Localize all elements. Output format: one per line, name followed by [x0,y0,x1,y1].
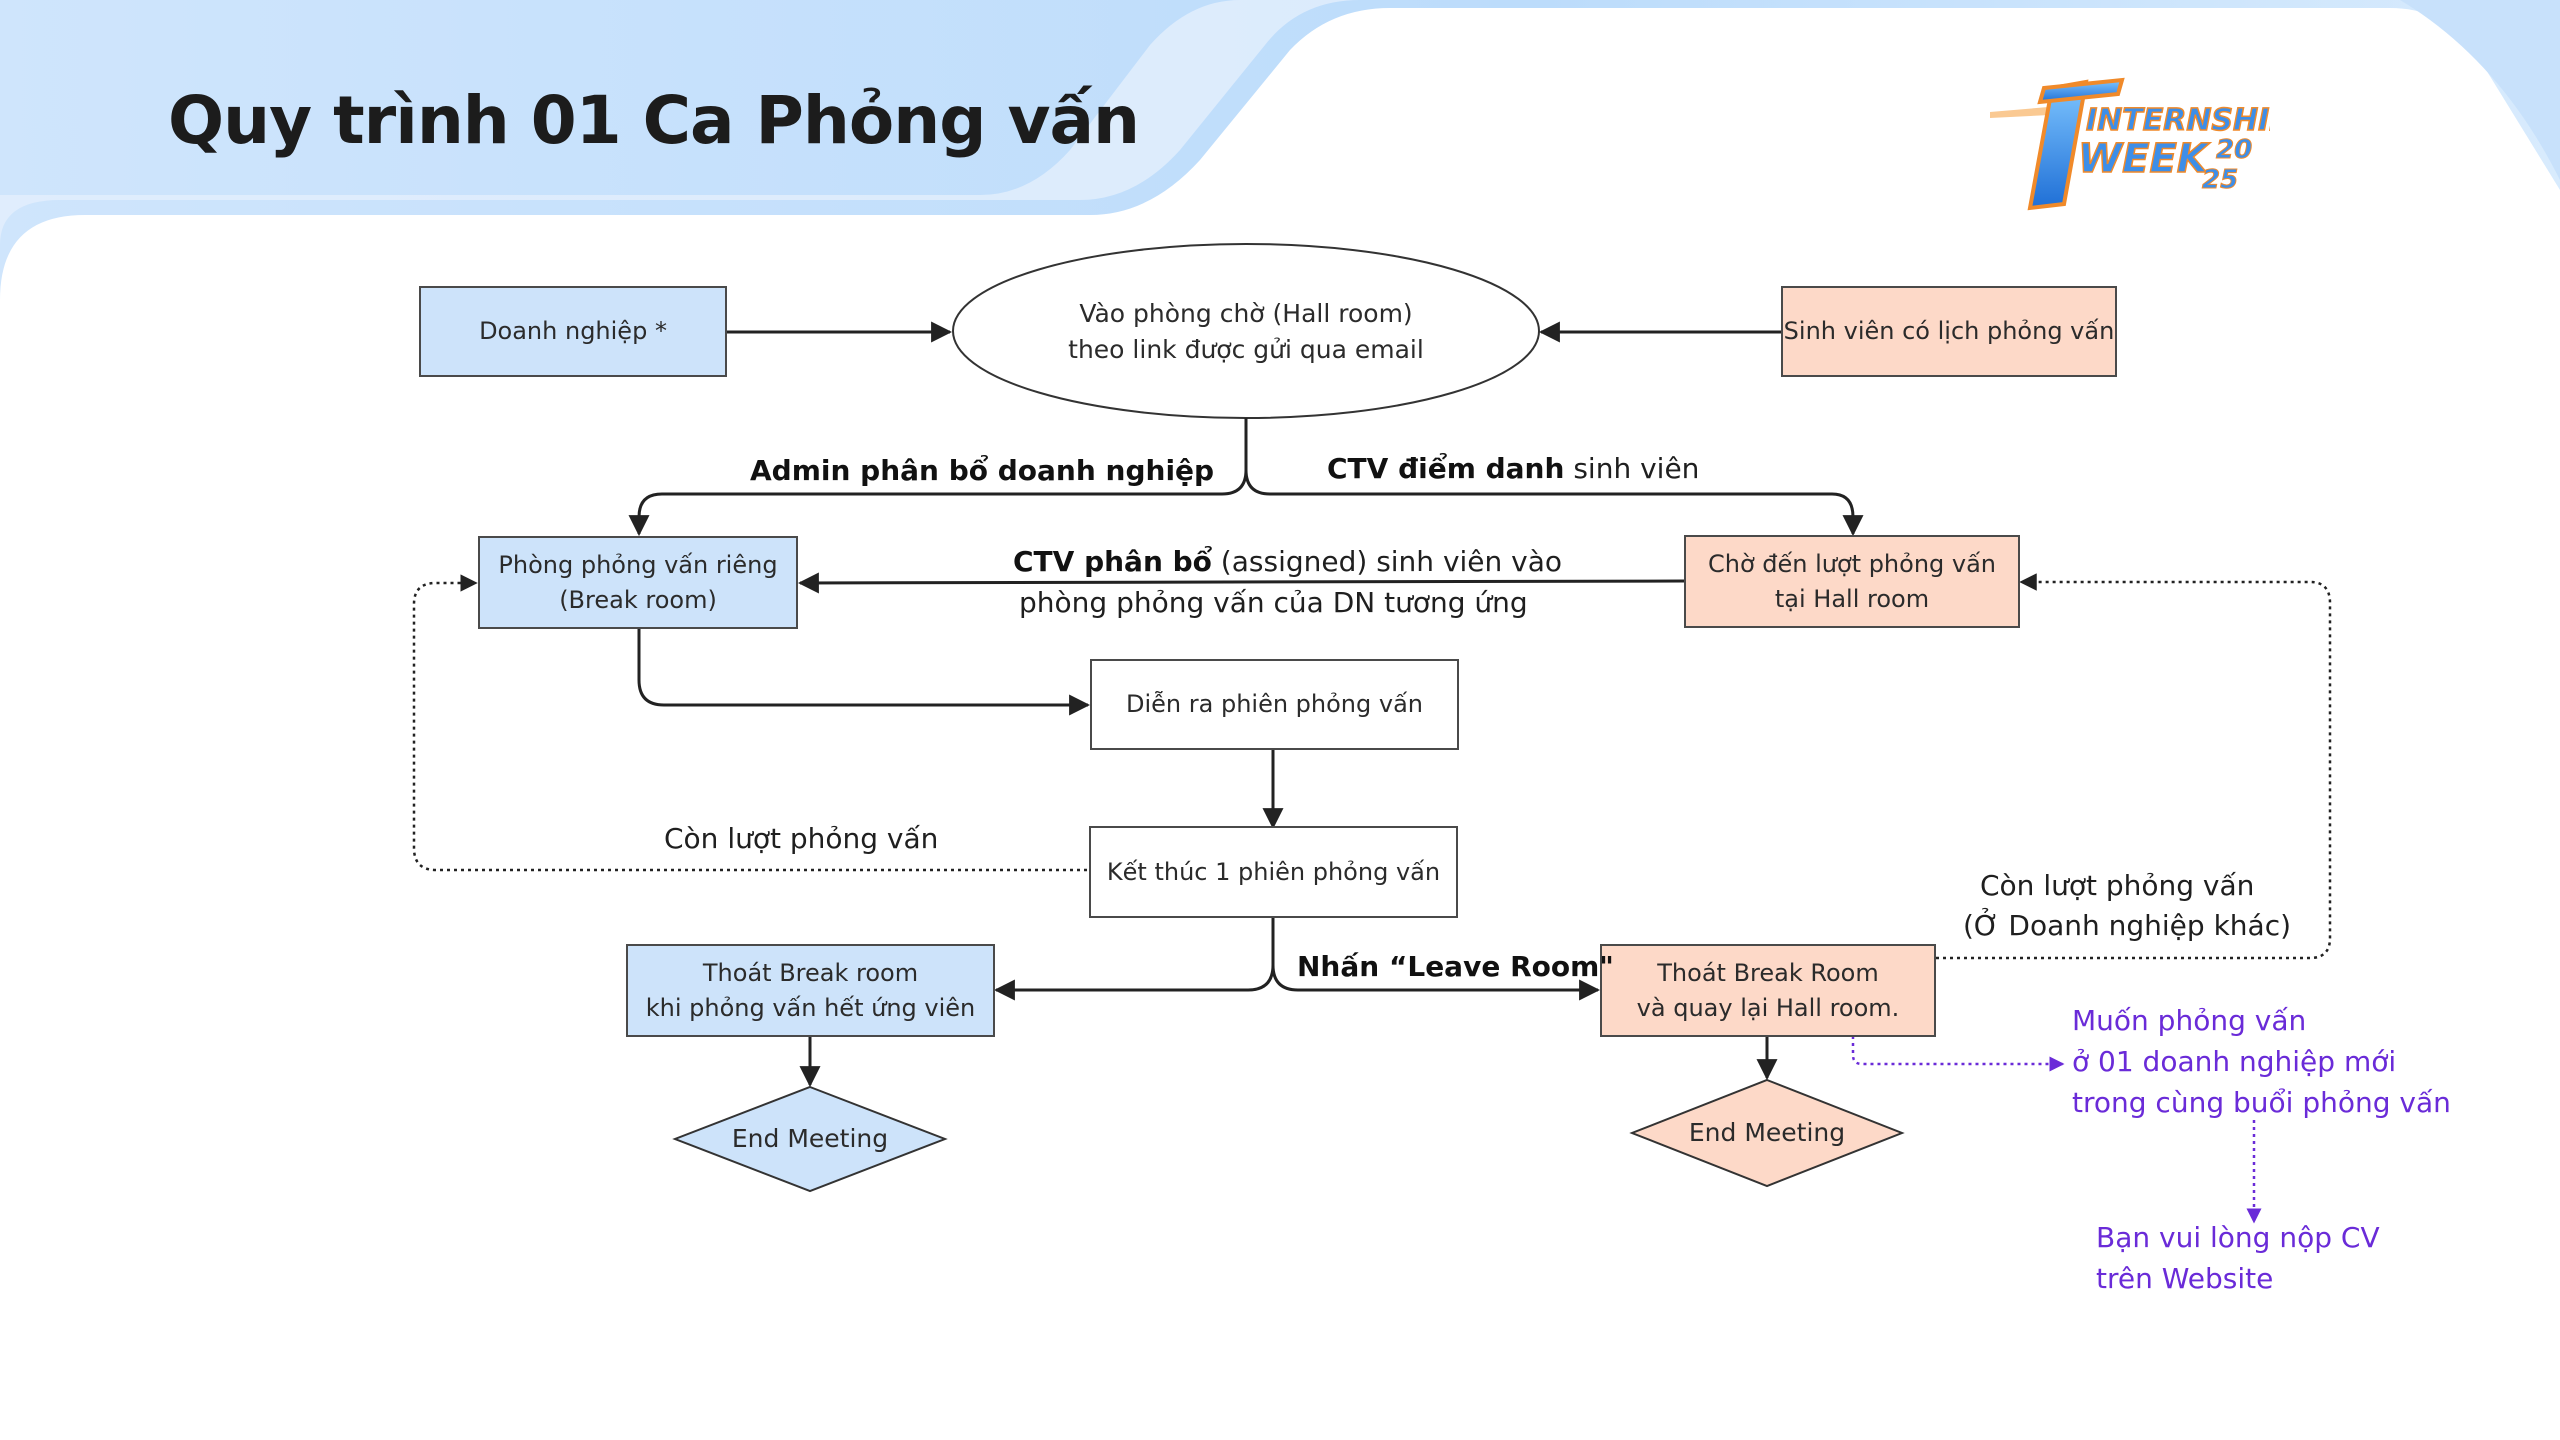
svg-text:WEEK: WEEK [2078,136,2211,182]
note-submit-cv-2: trên Website [2096,1262,2274,1295]
note-submit-cv-1: Bạn vui lòng nộp CV [2096,1221,2380,1254]
loop-left-remaining [412,574,1087,872]
label-admin-assign: Admin phân bổ doanh nghiệp [750,451,1214,491]
svg-text:25: 25 [2202,165,2238,195]
arrow-hall-to-breakroom [628,418,1248,537]
label-remaining-left: Còn lượt phỏng vấn [664,822,939,855]
label-ctv-checkin: CTV điểm danh sinh viên [1327,449,1699,489]
exit-return-hall-label-2: và quay lại Hall room. [1636,993,1900,1022]
note-submit-cv: Bạn vui lòng nộp CV trên Website [2096,1217,2380,1299]
arrow-breakroom-to-session [637,629,1091,716]
label-admin-assign-text: Admin phân bổ doanh nghiệp [750,454,1215,487]
label-leave-room: Nhấn “Leave Room" [1297,947,1614,987]
student-node: Sinh viên có lịch phỏng vấn [1781,286,2117,377]
waiting-turn-label-1: Chờ đến lượt phỏng vấn [1707,549,1997,578]
label-ctv-assign-rest: (assigned) sinh viên vào [1211,545,1563,578]
end-meeting-right-label: End Meeting [1688,1118,1846,1147]
break-room-label-2: (Break room) [559,585,717,614]
exit-return-hall-label-1: Thoát Break Room [1657,958,1879,987]
internship-week-logo: INTERNSHIP WEEK 20 25 [1990,77,2270,211]
note-new-enterprise-1: Muốn phỏng vấn [2072,1004,2307,1037]
hall-room-node: Vào phòng chờ (Hall room) theo link được… [990,290,1502,374]
session-running-node: Diễn ra phiên phỏng vấn [1090,659,1459,750]
label-ctv-assign-line2: phòng phỏng vấn của DN tương ứng [1019,586,1528,619]
session-end-node: Kết thúc 1 phiên phỏng vấn [1089,826,1458,918]
slide-title: Quy trình 01 Ca Phỏng vấn [168,82,1140,159]
end-meeting-right-diamond [1629,1078,1905,1188]
end-meeting-left: End Meeting [690,1118,930,1160]
end-meeting-left-label: End Meeting [731,1124,889,1153]
session-running-label: Diễn ra phiên phỏng vấn [1126,690,1423,718]
label-ctv-checkin-bold: CTV điểm danh [1327,452,1565,485]
end-meeting-right: End Meeting [1647,1112,1887,1154]
label-ctv-assign: CTV phân bổ (assigned) sinh viên vào [1013,542,1562,582]
waiting-turn-label-2: tại Hall room [1774,584,1930,613]
svg-text:INTERNSHIP: INTERNSHIP [2086,103,2270,138]
arrow-end-to-exit-break [993,918,1275,1001]
exit-return-hall-node: Thoát Break Room và quay lại Hall room. [1600,944,1936,1037]
label-ctv-checkin-rest: sinh viên [1564,452,1700,485]
label-remaining-right-2: (Ở Doanh nghiệp khác) [1963,909,2292,942]
session-end-label: Kết thúc 1 phiên phỏng vấn [1106,857,1441,886]
svg-text:20: 20 [2216,135,2252,165]
note-connector-new-enterprise [1851,1036,2065,1072]
label-remaining-right-1: Còn lượt phỏng vấn [1980,869,2255,902]
exit-break-room-label-1: Thoát Break room [702,958,919,987]
note-new-enterprise: Muốn phỏng vấn ở 01 doanh nghiệp mới tro… [2072,1000,2451,1123]
waiting-turn-node: Chờ đến lượt phỏng vấn tại Hall room [1684,535,2020,628]
arrow-hall-to-waiting [1244,469,1864,537]
student-label: Sinh viên có lịch phỏng vấn [1783,317,2115,345]
enterprise-label: Doanh nghiệp * [479,317,667,345]
label-ctv-assign-bold: CTV phân bổ [1013,545,1212,578]
note-new-enterprise-3: trong cùng buổi phỏng vấn [2072,1086,2451,1119]
enterprise-node: Doanh nghiệp * [419,286,727,377]
hall-room-label-1: Vào phòng chờ (Hall room) [1079,299,1413,328]
label-leave-room-text: Nhấn “Leave Room" [1297,950,1614,983]
arrow-end-to-exit-return [1271,964,1601,1001]
hall-room-label-2: theo link được gửi qua email [1068,335,1424,364]
end-meeting-left-diamond [672,1085,948,1193]
arrow-waiting-to-breakroom [797,572,1685,594]
exit-break-room-node: Thoát Break room khi phỏng vấn hết ứng v… [626,944,995,1037]
note-new-enterprise-2: ở 01 doanh nghiệp mới [2072,1045,2397,1078]
exit-break-room-label-2: khi phỏng vấn hết ứng viên [645,993,976,1022]
break-room-node: Phòng phỏng vấn riêng (Break room) [478,536,798,629]
break-room-label-1: Phòng phỏng vấn riêng [498,550,778,579]
